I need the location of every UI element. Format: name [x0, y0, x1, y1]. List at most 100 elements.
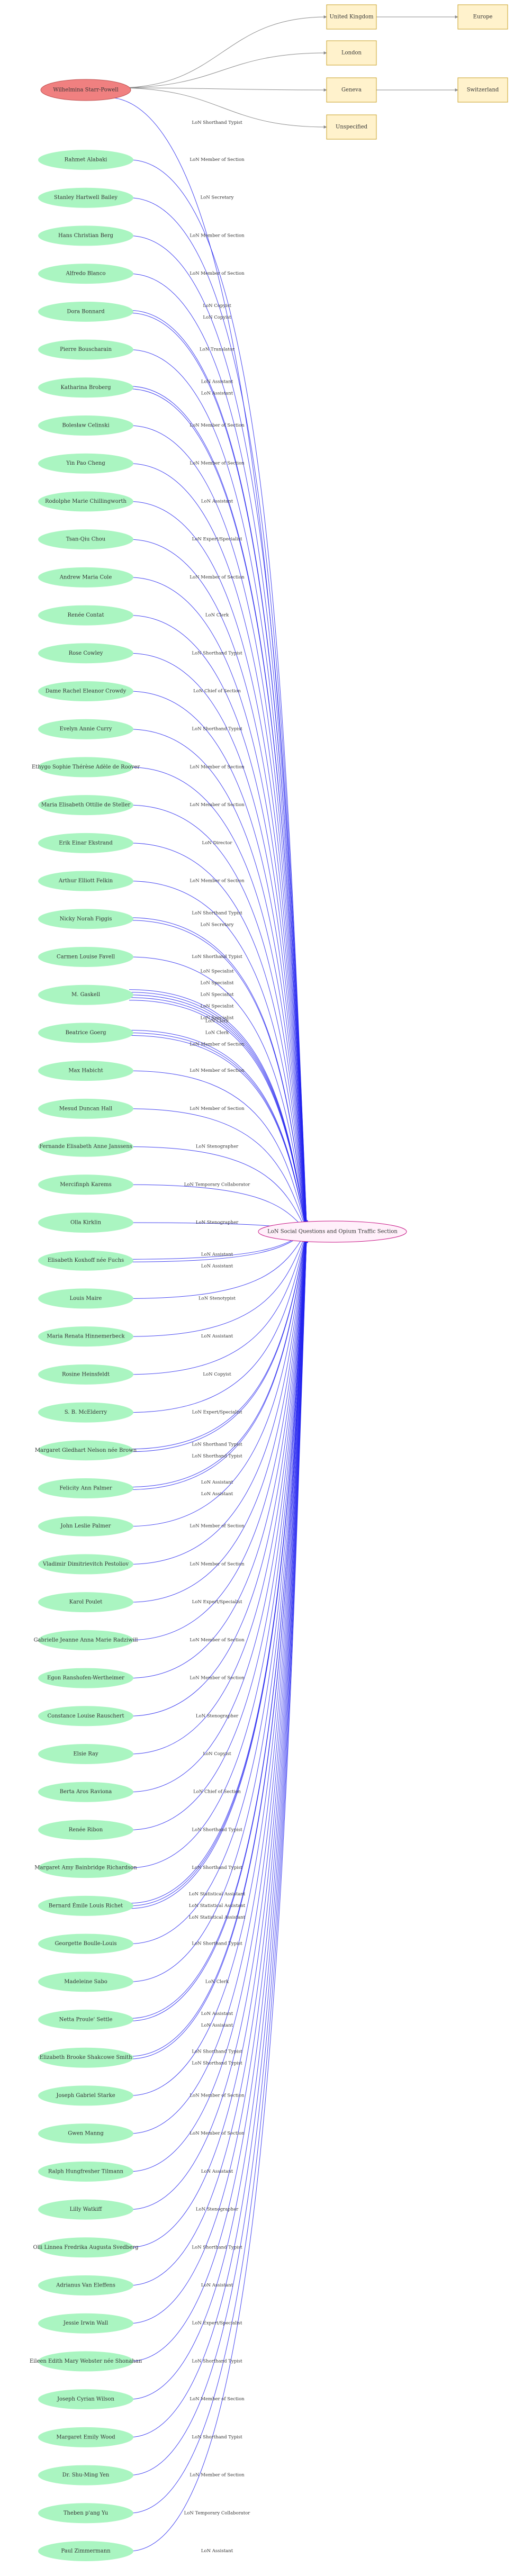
section-node[interactable] [258, 1221, 407, 1243]
person-node-elisabeth-koxhoff-n-e-fuchs[interactable] [38, 1250, 133, 1271]
person-node-olla-kirklin[interactable] [38, 1213, 133, 1233]
person-node-lilly-watkiff[interactable] [38, 2199, 133, 2220]
edge-label: LoN Assistant [201, 1492, 233, 1497]
location-node-europe[interactable] [457, 4, 508, 30]
person-node-maria-renata-hinnemerbeck[interactable] [38, 1326, 133, 1347]
person-node-beatrice-goerg[interactable] [38, 1023, 133, 1043]
person-node-rodolphe-marie-chillingworth[interactable] [38, 491, 133, 512]
person-node-andrew-maria-cole[interactable] [38, 567, 133, 587]
person-node-rahmet-alabaki[interactable] [38, 150, 133, 170]
edge-label: LoN Member of Section [190, 1068, 245, 1073]
person-node-john-leslie-palmer[interactable] [38, 1516, 133, 1536]
edge-dora-bonnard-to-section [129, 312, 308, 1225]
person-node-boles-aw-celinski[interactable] [38, 415, 133, 436]
location-node-geneva[interactable] [326, 77, 377, 103]
person-node-ethygo-sophie-th-r-se-ad-le-de-roover[interactable] [38, 757, 133, 778]
edge-nicky-norah-figgis-to-section [129, 920, 308, 1229]
edge-arthur-elliott-felkin-to-section [129, 881, 308, 1228]
edge-louis-maire-to-section [129, 1231, 307, 1299]
person-node-tsan-qiu-chou[interactable] [38, 529, 133, 550]
person-node-ralph-hungfresher-tilmann[interactable] [38, 2161, 133, 2182]
person-node-mesud-duncan-hall[interactable] [38, 1098, 133, 1119]
person-node-joseph-cyrian-wilson[interactable] [38, 2389, 133, 2410]
location-node-uk[interactable] [326, 4, 377, 30]
edge-label: LoN Assistant [201, 1334, 233, 1339]
person-node-s-b-mcelderry[interactable] [38, 1402, 133, 1423]
person-node-yin-pao-cheng[interactable] [38, 453, 133, 474]
person-node-olli-linnea-fredrika-augusta-svedberg[interactable] [38, 2237, 133, 2258]
person-node-paul-zimmermann[interactable] [38, 2541, 133, 2561]
location-node-unspecified[interactable] [326, 114, 377, 140]
edge-netta-proule-settle-to-section [129, 1236, 308, 2021]
person-node-katharina-broberg[interactable] [38, 377, 133, 398]
person-node-ren-e-ribon[interactable] [38, 1820, 133, 1840]
person-node-erik-einar-ekstrand[interactable] [38, 833, 133, 853]
person-node-evelyn-annie-curry[interactable] [38, 719, 133, 739]
location-label-london: London [341, 50, 362, 56]
person-node-gwen-manng[interactable] [38, 2123, 133, 2144]
person-node-label: Maria Elisabeth Ottilie de Steller [41, 802, 131, 808]
person-node-carmen-louise-favell[interactable] [38, 947, 133, 967]
location-node-switzerland[interactable] [457, 77, 508, 103]
edge-label: LoN Assistant [201, 1264, 233, 1269]
person-node-ren-e-contat[interactable] [38, 605, 133, 626]
person-node-dora-bonnard[interactable] [38, 301, 133, 322]
edge-label: LoN Shorthand Typist [192, 1941, 242, 1947]
edge-paul-zimmermann-to-section [129, 1240, 308, 2552]
person-node-eileen-edith-mary-webster-n-e-shonahan[interactable] [38, 2351, 133, 2372]
person-node-margaret-gledhart-nelson-n-e-brown[interactable] [38, 1440, 133, 1461]
person-node-elizabeth-brooke-shakcowe-smith[interactable] [38, 2047, 133, 2068]
person-node-margaret-amy-bainbridge-richardson[interactable] [38, 1858, 133, 1878]
hub-node[interactable] [40, 79, 131, 101]
person-node-egon-ranshofen-wertheimer[interactable] [38, 1668, 133, 1688]
person-node-m-gaskell[interactable] [38, 984, 133, 1005]
person-node-stanley-hartwell-bailey[interactable] [38, 187, 133, 208]
person-node-elsie-ray[interactable] [38, 1744, 133, 1764]
person-node-madeleine-sabo[interactable] [38, 1972, 133, 1992]
person-node-nicky-norah-figgis[interactable] [38, 909, 133, 929]
edge-maria-elisabeth-ottilie-de-steller-to-section [129, 805, 308, 1228]
person-node-label: Margaret Emily Wood [56, 2434, 115, 2440]
edge-john-leslie-palmer-to-section [129, 1233, 308, 1527]
person-node-adrianus-van-eleffens[interactable] [38, 2275, 133, 2295]
person-node-margaret-emily-wood[interactable] [38, 2427, 133, 2447]
person-node-alfredo-blanco[interactable] [38, 264, 133, 284]
person-node-karol-poulet[interactable] [38, 1592, 133, 1613]
person-node-theben-p-ang-yu[interactable] [38, 2503, 133, 2524]
person-node-maria-elisabeth-ottilie-de-steller[interactable] [38, 795, 133, 816]
person-node-arthur-elliott-felkin[interactable] [38, 871, 133, 891]
person-node-hans-christian-berg[interactable] [38, 225, 133, 246]
edge-label: LoN Temporary Collaborator [184, 1182, 251, 1187]
person-node-dame-rachel-eleanor-crowdy[interactable] [38, 681, 133, 701]
person-node-berta-aros-raviona[interactable] [38, 1782, 133, 1802]
person-node-felicity-ann-palmer[interactable] [38, 1478, 133, 1498]
person-node-mercifinph-karems[interactable] [38, 1174, 133, 1195]
location-label-geneva: Geneva [341, 87, 362, 93]
location-label-unspecified: Unspecified [336, 124, 368, 130]
edge-label: LoN Assistant [201, 2283, 233, 2288]
person-node-gabrielle-jeanne-anna-marie-radziwill[interactable] [38, 1630, 133, 1650]
person-node-joseph-gabriel-starke[interactable] [38, 2085, 133, 2106]
person-node-bernard-mile-louis-richet[interactable] [38, 1895, 133, 1916]
location-node-london[interactable] [326, 40, 377, 66]
person-node-pierre-bouscharain[interactable] [38, 339, 133, 360]
person-node-vladimir-dimitrievitch-pestoliov[interactable] [38, 1554, 133, 1575]
person-node-constance-louise-rauschert[interactable] [38, 1706, 133, 1727]
edge-hub-to-geneva [117, 87, 327, 92]
edge-label: LoN Shorthand Typist [192, 1442, 242, 1447]
person-node-max-habicht[interactable] [38, 1061, 133, 1081]
person-node-rose-cowley[interactable] [38, 643, 133, 664]
edge-label: LoN Chief of Section [193, 1789, 241, 1795]
person-node-label: Theben p'ang Yu [64, 2510, 109, 2516]
edge-tsan-qiu-chou-to-section [129, 539, 308, 1226]
person-node-rosine-heinsfeldt[interactable] [38, 1364, 133, 1385]
person-node-label: Ethygo Sophie Thérèse Adèle de Roover [32, 764, 140, 770]
person-node-jessie-irwin-wall[interactable] [38, 2313, 133, 2334]
person-node-netta-proule-settle[interactable] [38, 2010, 133, 2030]
edge-gwen-manng-to-section [129, 1237, 308, 2134]
person-node-louis-maire[interactable] [38, 1288, 133, 1309]
person-node-dr-shu-ming-yen[interactable] [38, 2465, 133, 2485]
person-node-fernande-elisabeth-anne-janssens[interactable] [38, 1136, 133, 1157]
person-node-georgette-boulle-louis[interactable] [38, 1933, 133, 1954]
edge-label: LoN Stenotypist [199, 1296, 236, 1301]
